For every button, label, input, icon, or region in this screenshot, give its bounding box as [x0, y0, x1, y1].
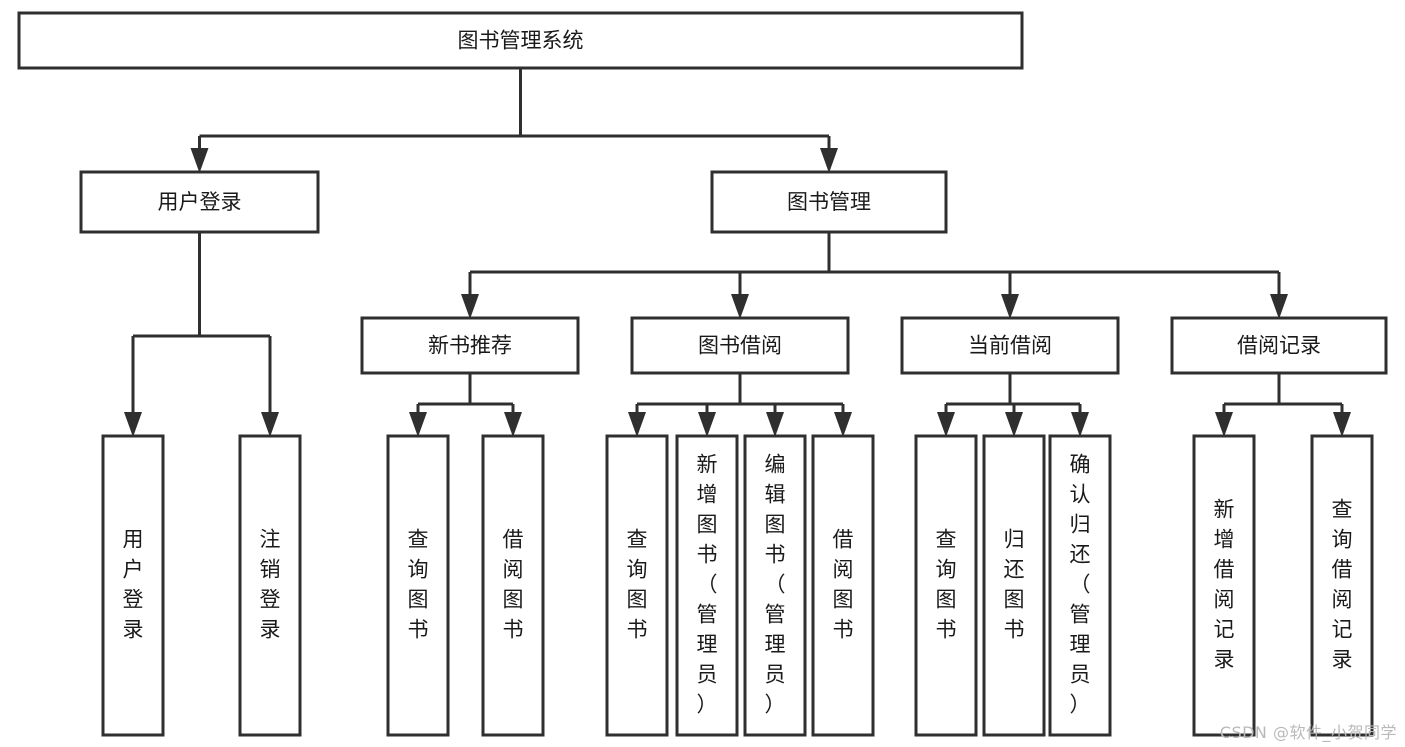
connector-arrowhead [1333, 412, 1351, 437]
node-box-current-borrow[interactable] [900, 316, 1120, 375]
connector-arrowhead [504, 412, 522, 437]
node-new-book-rec[interactable]: 新书推荐 [360, 316, 580, 375]
connector-arrowhead [1270, 294, 1288, 319]
connector-group-user-login [124, 232, 279, 437]
node-label-book-borrow: 图书借阅 [698, 334, 782, 358]
connector-arrowhead [1001, 294, 1019, 319]
node-label-leaf-confirm-return: 确认归还（管理员） [1070, 453, 1091, 717]
connector-arrowhead [731, 294, 749, 319]
connector-arrowhead [1005, 412, 1023, 437]
node-label-current-borrow: 当前借阅 [968, 334, 1052, 358]
node-book-borrow[interactable]: 图书借阅 [630, 316, 850, 375]
node-box-root[interactable] [17, 11, 1024, 70]
connector-arrowhead [1071, 412, 1089, 437]
connector-arrowhead [698, 412, 716, 437]
node-leaf-query-record[interactable]: 查询借阅记录 [1310, 434, 1374, 737]
node-label-leaf-return-book: 归还图书 [1004, 528, 1025, 642]
connector-arrowhead [461, 294, 479, 319]
node-box-user-login[interactable] [79, 170, 320, 234]
node-label-leaf-add-book: 新增图书（管理员） [697, 453, 718, 717]
node-leaf-user-login[interactable]: 用户登录 [101, 434, 165, 737]
connector-arrowhead [937, 412, 955, 437]
connector-arrowhead [628, 412, 646, 437]
node-box-borrow-record[interactable] [1170, 316, 1388, 375]
node-box-leaf-query-book-2[interactable] [605, 434, 669, 737]
connector-arrowhead [124, 412, 142, 437]
node-label-root: 图书管理系统 [458, 29, 584, 53]
node-box-leaf-add-record[interactable] [1192, 434, 1256, 737]
node-leaf-user-logout[interactable]: 注销登录 [238, 434, 302, 737]
node-root[interactable]: 图书管理系统 [17, 11, 1024, 70]
node-box-leaf-add-book[interactable] [675, 434, 739, 737]
node-book-manage[interactable]: 图书管理 [710, 170, 948, 234]
connector-layer [124, 68, 1351, 437]
node-box-leaf-user-logout[interactable] [238, 434, 302, 737]
connector-arrowhead [820, 148, 838, 173]
node-label-leaf-borrow-book-1: 借阅图书 [503, 528, 524, 642]
connector-arrowhead [190, 148, 209, 173]
node-box-leaf-return-book[interactable] [982, 434, 1046, 737]
node-layer: 图书管理系统用户登录图书管理新书推荐图书借阅当前借阅借阅记录用户登录注销登录查询… [17, 11, 1388, 737]
node-box-leaf-borrow-book-1[interactable] [481, 434, 545, 737]
node-label-leaf-query-record: 查询借阅记录 [1332, 498, 1353, 672]
node-box-leaf-confirm-return[interactable] [1048, 434, 1112, 737]
connector-arrowhead [1215, 412, 1233, 437]
node-leaf-return-book[interactable]: 归还图书 [982, 434, 1046, 737]
connector-arrowhead [409, 412, 427, 437]
node-label-leaf-borrow-book-2: 借阅图书 [833, 528, 854, 642]
node-label-borrow-record: 借阅记录 [1237, 334, 1321, 358]
connector-group-book-manage [461, 232, 1288, 319]
connector-group-current-borrow [937, 373, 1089, 437]
node-leaf-query-book-2[interactable]: 查询图书 [605, 434, 669, 737]
node-box-leaf-borrow-book-2[interactable] [811, 434, 875, 737]
node-leaf-confirm-return[interactable]: 确认归还（管理员） [1048, 434, 1112, 737]
node-label-new-book-rec: 新书推荐 [428, 334, 512, 358]
node-label-leaf-query-book-1: 查询图书 [408, 528, 429, 642]
node-box-leaf-edit-book[interactable] [743, 434, 807, 737]
node-box-leaf-query-record[interactable] [1310, 434, 1374, 737]
node-label-leaf-edit-book: 编辑图书（管理员） [765, 453, 786, 717]
node-leaf-query-book-1[interactable]: 查询图书 [386, 434, 450, 737]
node-leaf-borrow-book-1[interactable]: 借阅图书 [481, 434, 545, 737]
node-box-leaf-user-login[interactable] [101, 434, 165, 737]
node-leaf-add-record[interactable]: 新增借阅记录 [1192, 434, 1256, 737]
connector-group-root [190, 68, 838, 173]
connector-group-borrow-record [1215, 373, 1351, 437]
node-leaf-edit-book[interactable]: 编辑图书（管理员） [743, 434, 807, 737]
node-label-user-login: 用户登录 [158, 190, 242, 214]
connector-arrowhead [261, 412, 279, 437]
node-label-leaf-user-login: 用户登录 [123, 528, 144, 642]
connector-group-new-book-rec [409, 373, 522, 437]
node-label-leaf-query-book-3: 查询图书 [936, 528, 957, 642]
connector-arrowhead [834, 412, 852, 437]
node-label-leaf-add-record: 新增借阅记录 [1214, 498, 1235, 672]
node-leaf-borrow-book-2[interactable]: 借阅图书 [811, 434, 875, 737]
node-box-book-borrow[interactable] [630, 316, 850, 375]
node-box-leaf-query-book-3[interactable] [914, 434, 978, 737]
connector-arrowhead [766, 412, 784, 437]
node-label-leaf-user-logout: 注销登录 [260, 528, 281, 642]
node-box-leaf-query-book-1[interactable] [386, 434, 450, 737]
node-leaf-query-book-3[interactable]: 查询图书 [914, 434, 978, 737]
node-box-book-manage[interactable] [710, 170, 948, 234]
node-box-new-book-rec[interactable] [360, 316, 580, 375]
node-current-borrow[interactable]: 当前借阅 [900, 316, 1120, 375]
node-label-leaf-query-book-2: 查询图书 [627, 528, 648, 642]
node-user-login[interactable]: 用户登录 [79, 170, 320, 234]
node-borrow-record[interactable]: 借阅记录 [1170, 316, 1388, 375]
node-label-book-manage: 图书管理 [787, 190, 871, 214]
node-leaf-add-book[interactable]: 新增图书（管理员） [675, 434, 739, 737]
connector-group-book-borrow [628, 373, 852, 437]
